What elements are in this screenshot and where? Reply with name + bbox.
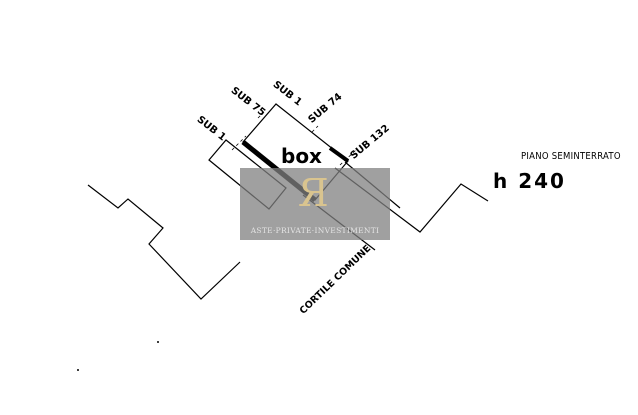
dot-mark: [157, 341, 159, 343]
box-thick-wall: [328, 146, 350, 163]
height-label: h 240: [493, 169, 566, 193]
watermark-text: ASTE·PRIVATE·INVESTIMENTI: [250, 226, 380, 235]
sub-divider: [339, 149, 357, 166]
dot-mark: [77, 369, 79, 371]
sub-divider: [257, 111, 265, 119]
sub-divider: [311, 125, 319, 133]
left-boundary-wall: [87, 184, 241, 300]
room-label: box: [281, 144, 322, 168]
floor-label: PIANO SEMINTERRATO: [521, 151, 621, 162]
watermark-logo: Я: [298, 171, 329, 215]
watermark: Я ASTE·PRIVATE·INVESTIMENTI: [240, 168, 390, 240]
